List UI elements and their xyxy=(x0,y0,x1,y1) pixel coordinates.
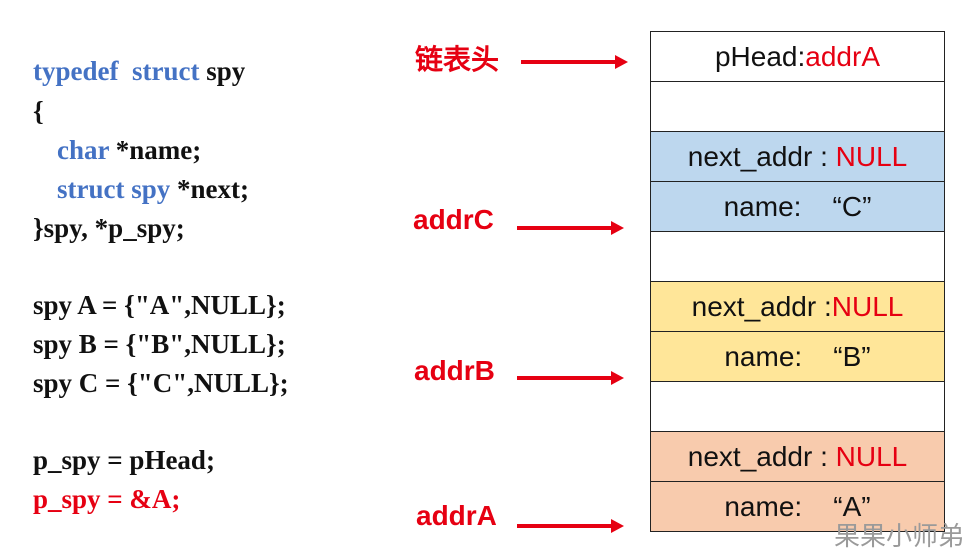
node-a-name-cell: name: “A” xyxy=(650,482,945,532)
memory-layout: pHead:addrA next_addr : NULL name: “C” n… xyxy=(650,31,945,532)
arrow-addr-c xyxy=(517,221,624,235)
pointer-addr-a: addrA xyxy=(416,500,497,532)
code-line-close-brace: }spy, *p_spy; xyxy=(33,213,185,243)
empty-cell-1 xyxy=(650,82,945,132)
arrow-addr-a xyxy=(517,519,624,533)
code-line-assign-a: p_spy = &A; xyxy=(33,484,181,514)
node-c-next-value: NULL xyxy=(835,140,908,172)
node-a-name: name: “A” xyxy=(724,490,871,522)
pointer-head-label: 链表头 xyxy=(415,43,500,76)
field-name: *name; xyxy=(109,135,202,165)
code-line-typedef: typedef struct spy xyxy=(33,56,245,86)
code-line-spy-a: spy A = {"A",NULL}; xyxy=(33,290,286,320)
node-b-next-label: next_addr : xyxy=(691,290,832,322)
field-next: *next; xyxy=(170,174,249,204)
code-line-spy-b: spy B = {"B",NULL}; xyxy=(33,329,286,359)
arrow-addr-b xyxy=(517,371,624,385)
node-c-next-cell: next_addr : NULL xyxy=(650,132,945,182)
keyword-struct-spy: struct spy xyxy=(57,174,171,204)
pointer-addr-a-label: addrA xyxy=(416,500,497,531)
struct-name: spy xyxy=(199,56,246,86)
arrow-head xyxy=(521,55,628,69)
keyword-typedef-struct: typedef struct xyxy=(33,56,200,86)
node-a-next-cell: next_addr : NULL xyxy=(650,432,945,482)
node-c-name-cell: name: “C” xyxy=(650,182,945,232)
pointer-head: 链表头 xyxy=(415,44,499,76)
pointer-addr-c-label: addrC xyxy=(413,204,494,235)
node-b-next-cell: next_addr :NULL xyxy=(650,282,945,332)
keyword-char: char xyxy=(57,135,109,165)
code-line-next-field: struct spy *next; xyxy=(57,174,249,204)
code-line-name-field: char *name; xyxy=(57,135,201,165)
code-line-spy-c: spy C = {"C",NULL}; xyxy=(33,368,289,398)
code-line-assign-head: p_spy = pHead; xyxy=(33,445,215,475)
head-cell-value: addrA xyxy=(805,40,880,72)
pointer-addr-b: addrB xyxy=(414,355,495,387)
empty-cell-2 xyxy=(650,232,945,282)
node-c-next-label: next_addr : xyxy=(687,140,836,172)
node-c-name: name: “C” xyxy=(723,190,872,222)
pointer-addr-b-label: addrB xyxy=(414,355,495,386)
node-b-next-value: NULL xyxy=(831,290,904,322)
watermark: 果果小师弟 xyxy=(833,522,964,552)
pointer-addr-c: addrC xyxy=(413,204,494,236)
empty-cell-3 xyxy=(650,382,945,432)
node-a-next-label: next_addr : xyxy=(687,440,836,472)
node-a-next-value: NULL xyxy=(835,440,908,472)
node-b-name-cell: name: “B” xyxy=(650,332,945,382)
node-b-name: name: “B” xyxy=(724,340,871,372)
head-cell: pHead:addrA xyxy=(650,32,945,82)
code-line-open-brace: { xyxy=(33,96,44,126)
head-cell-label: pHead: xyxy=(714,40,806,72)
